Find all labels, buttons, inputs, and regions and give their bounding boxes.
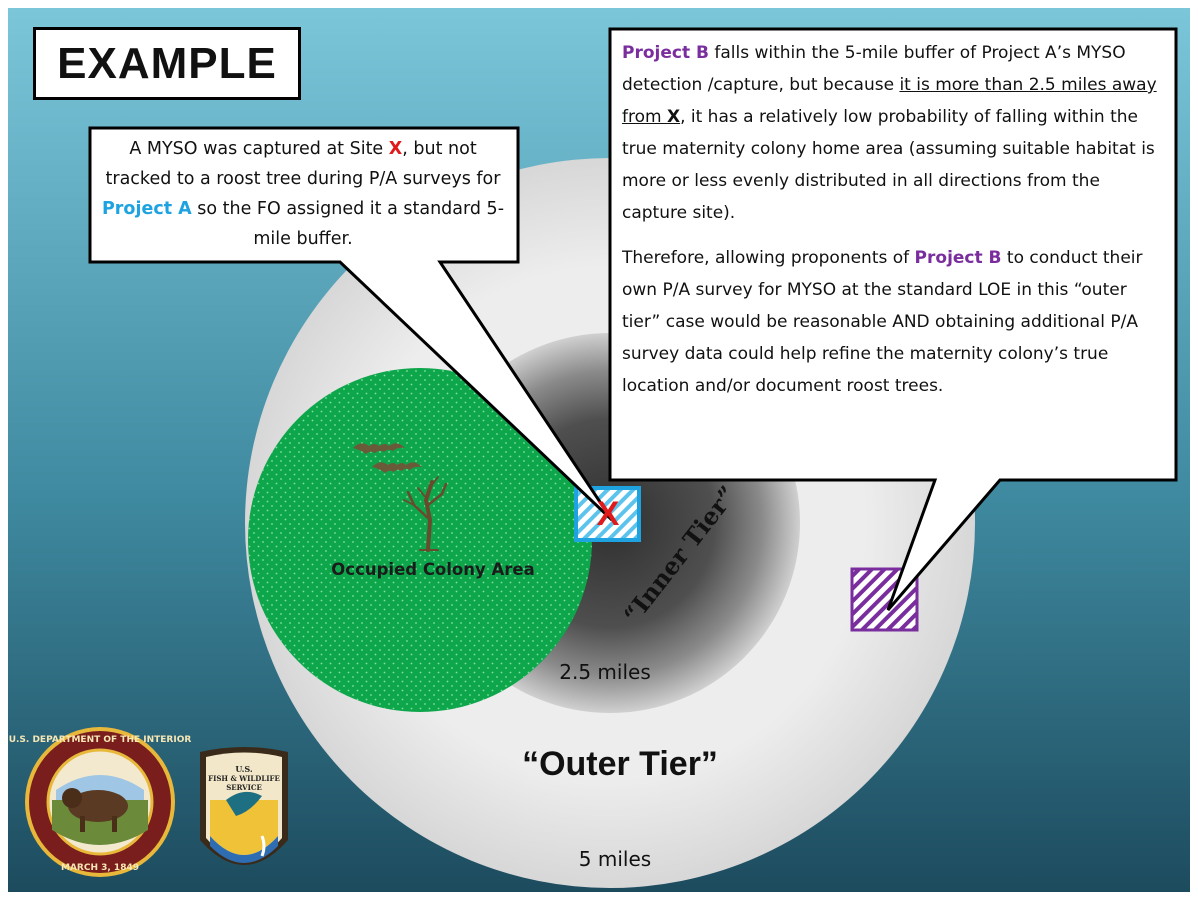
site-x-marker-label: X bbox=[596, 495, 620, 533]
svg-text:SERVICE: SERVICE bbox=[226, 783, 262, 792]
usfws-shield-logo: U.S. FISH & WILDLIFE SERVICE bbox=[200, 747, 288, 865]
callout-b-site-x: X bbox=[666, 107, 681, 127]
svg-text:U.S.: U.S. bbox=[235, 764, 253, 774]
example-title: EXAMPLE bbox=[33, 27, 301, 100]
callout-b-text-2: , it has a relatively low probability of… bbox=[622, 107, 1155, 223]
callout-a-text-3: so the FO assigned it a standard 5-mile … bbox=[191, 199, 505, 249]
callout-a-text: A MYSO was captured at Site X, but not t… bbox=[88, 128, 518, 262]
project-b-label: Project B bbox=[622, 43, 709, 63]
bat-icon bbox=[353, 443, 405, 454]
callout-a-text-1: A MYSO was captured at Site bbox=[129, 139, 389, 159]
project-b-label-2: Project B bbox=[914, 248, 1002, 268]
svg-text:U.S. DEPARTMENT OF THE INTERIO: U.S. DEPARTMENT OF THE INTERIOR bbox=[9, 735, 192, 745]
callout-a-text-2: , but not tracked to a roost tree during… bbox=[105, 139, 501, 189]
callout-b-paragraph-2: Therefore, allowing proponents of Projec… bbox=[622, 242, 1162, 402]
roost-tree-icon bbox=[403, 476, 448, 552]
occupied-colony-texture bbox=[248, 368, 592, 712]
occupied-colony-label: Occupied Colony Area bbox=[331, 560, 535, 579]
bat-icon bbox=[372, 462, 422, 473]
outer-tier-label: “Outer Tier” bbox=[522, 745, 718, 783]
callout-a-bubble bbox=[88, 126, 614, 522]
site-x-label: X bbox=[388, 139, 403, 159]
callout-b-paragraph-1: Project B falls within the 5-mile buffer… bbox=[622, 37, 1162, 229]
callout-b-text-3: Therefore, allowing proponents of bbox=[622, 248, 915, 268]
callout-b-underlined-text: it is more than 2.5 miles away from bbox=[622, 75, 1157, 127]
project-a-label: Project A bbox=[101, 199, 192, 219]
outer-radius-label: 5 miles bbox=[578, 847, 652, 871]
svg-text:FISH & WILDLIFE: FISH & WILDLIFE bbox=[208, 774, 280, 783]
callout-b-text-1: falls within the 5-mile buffer of Projec… bbox=[622, 43, 1126, 95]
callout-b-text-4: to conduct their own P/A survey for MYSO… bbox=[622, 248, 1143, 396]
inner-radius-label: 2.5 miles bbox=[559, 660, 651, 684]
doi-seal-logo: U.S. DEPARTMENT OF THE INTERIOR MARCH 3,… bbox=[9, 727, 192, 877]
callout-b-bubble bbox=[608, 27, 1178, 611]
callout-b-text: Project B falls within the 5-mile buffer… bbox=[608, 27, 1176, 481]
svg-text:MARCH 3, 1849: MARCH 3, 1849 bbox=[61, 863, 139, 873]
